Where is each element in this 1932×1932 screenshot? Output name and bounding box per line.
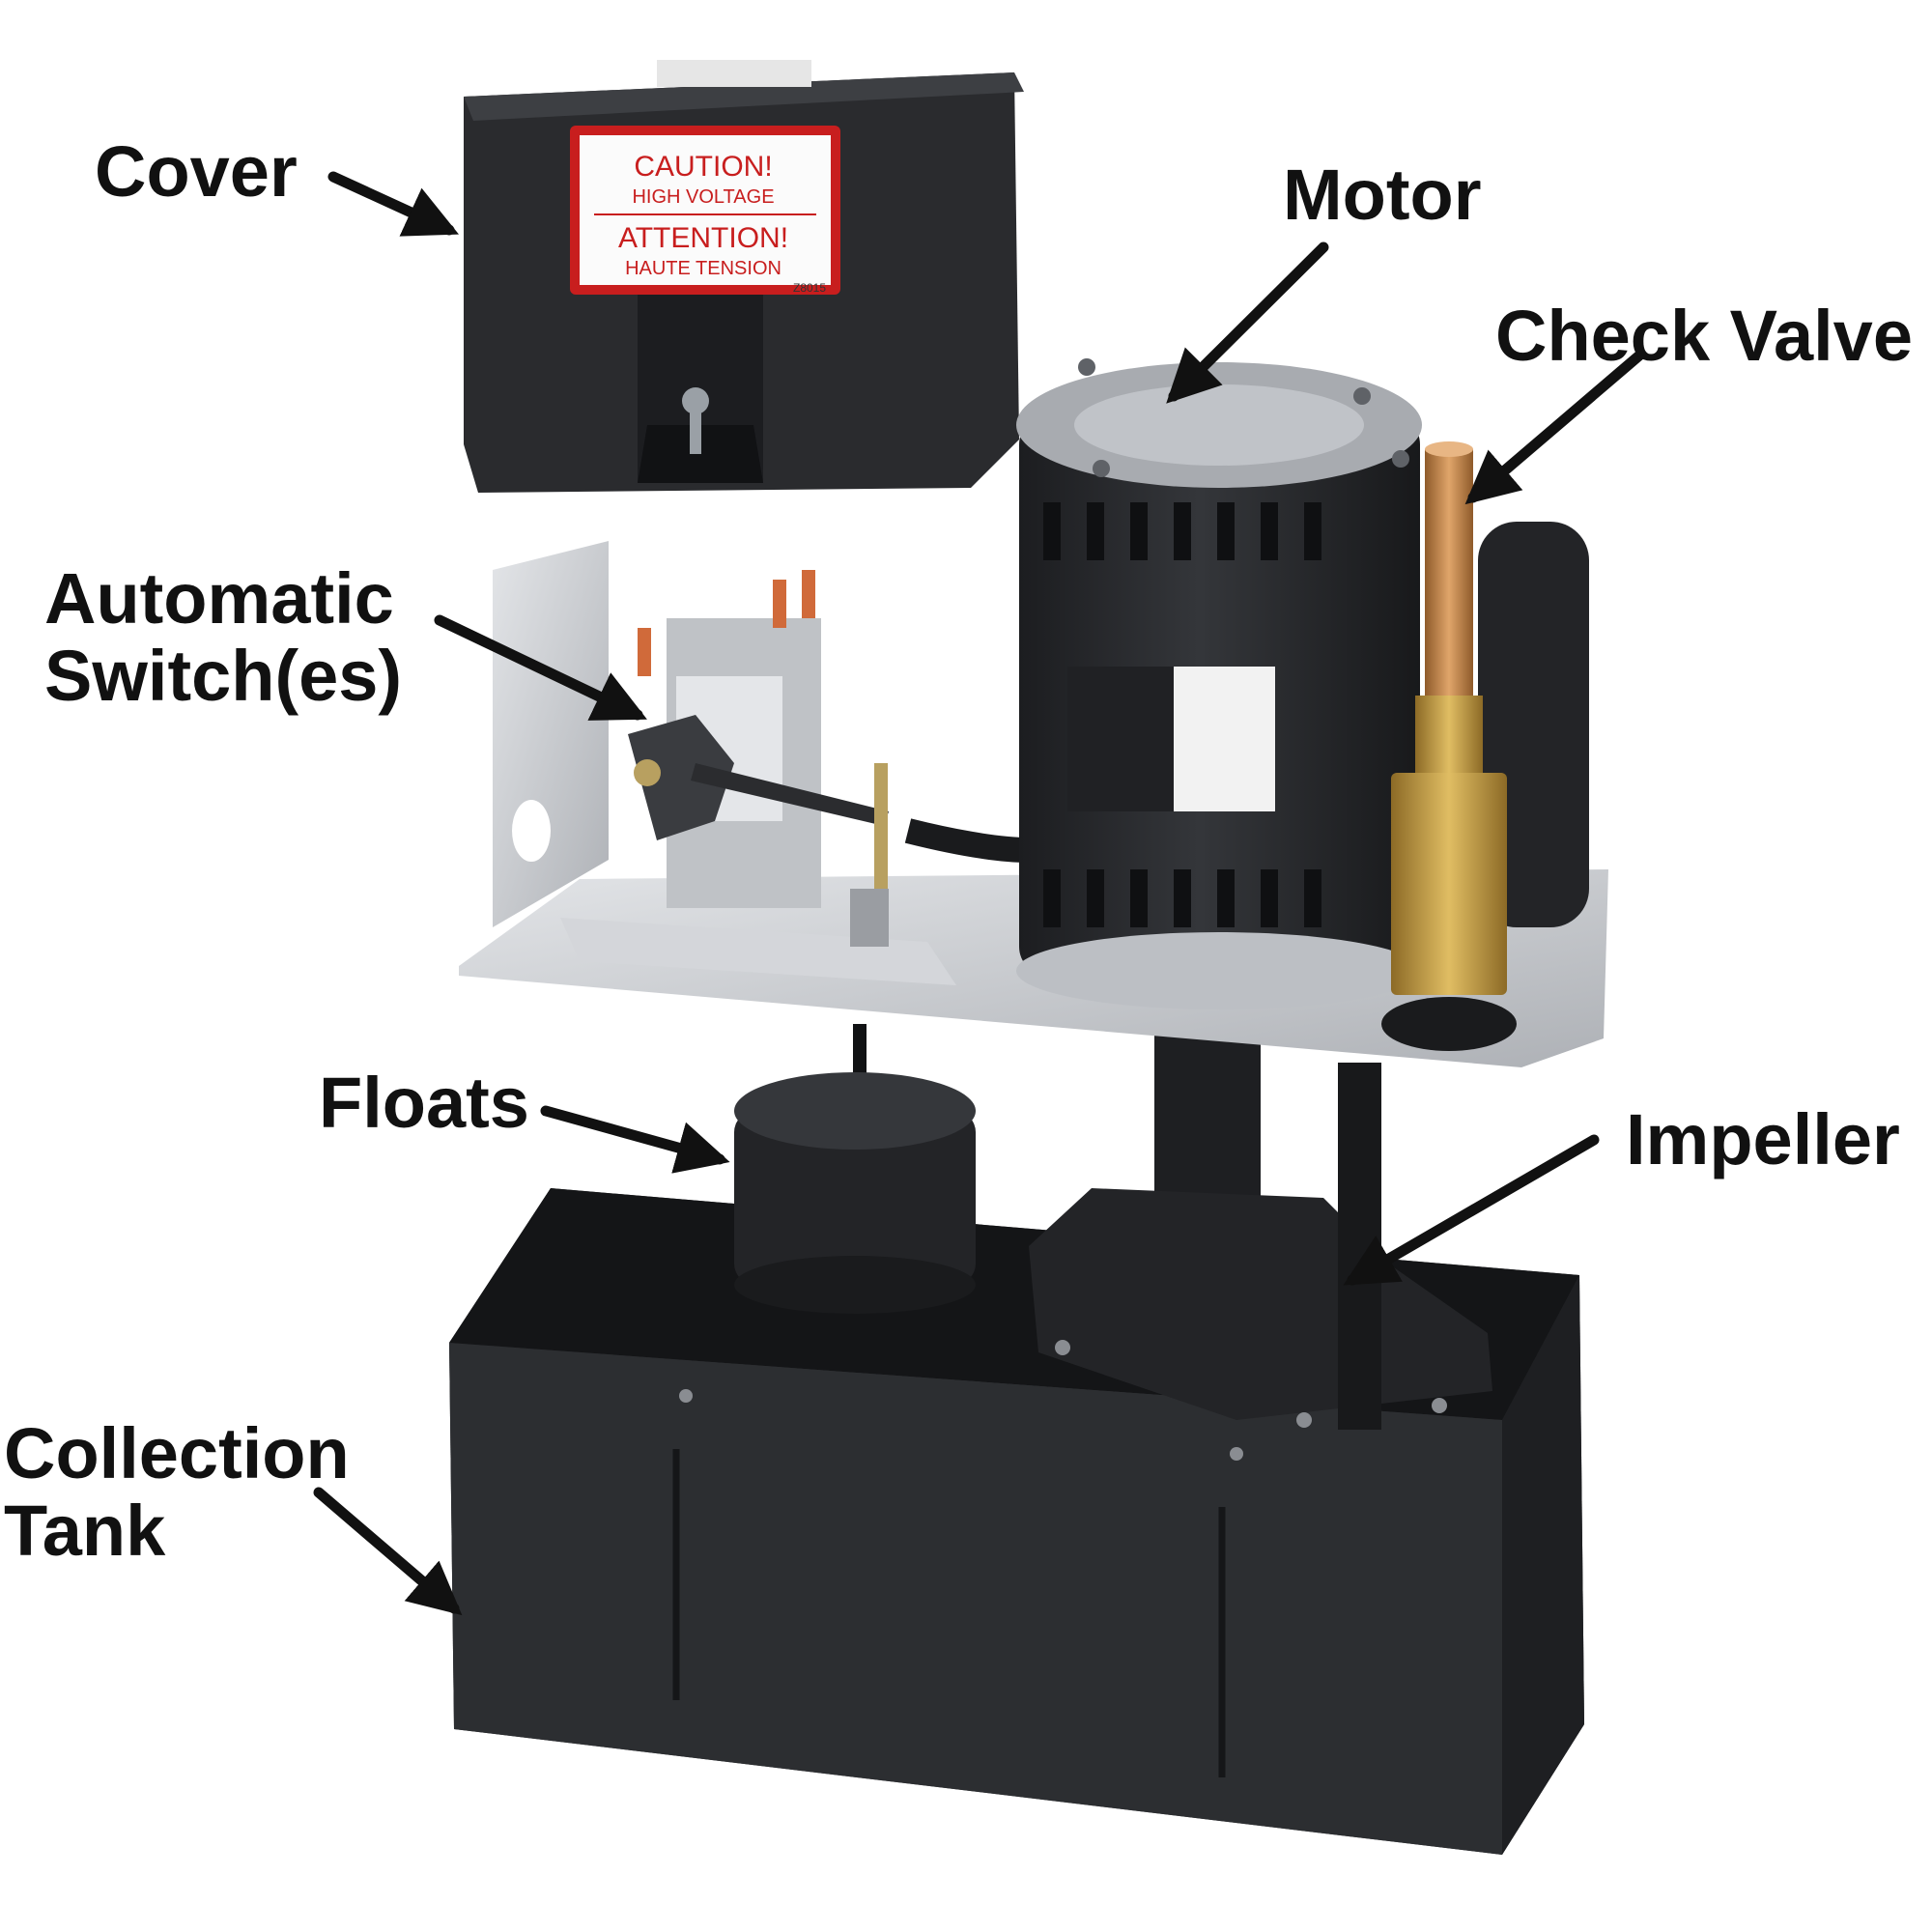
callout-check-valve: Check Valve — [1495, 296, 1913, 376]
tag-attention: ATTENTION! — [618, 222, 788, 254]
callout-automatic-switches-line1: Automatic — [44, 558, 394, 639]
warning-tag: CAUTION! HIGH VOLTAGE ATTENTION! HAUTE T… — [570, 126, 840, 295]
tag-haute-tension: HAUTE TENSION — [625, 258, 781, 279]
arrow-collection-tank — [313, 1487, 463, 1616]
arrow-automatic-switch — [434, 614, 647, 721]
arrow-motor — [1166, 242, 1329, 404]
callout-impeller: Impeller — [1626, 1099, 1900, 1179]
callout-automatic-switches: Automatic Switch(es) — [44, 560, 402, 715]
leader-arrows — [313, 171, 1645, 1616]
tag-caution: CAUTION! — [634, 151, 772, 183]
arrow-check-valve — [1464, 350, 1645, 505]
tag-code: Z8015 — [793, 281, 826, 295]
arrow-impeller — [1343, 1134, 1600, 1286]
callout-automatic-switches-line2: Switch(es) — [44, 636, 403, 716]
callout-motor: Motor — [1283, 155, 1482, 235]
float — [734, 1024, 976, 1314]
cover: CAUTION! HIGH VOLTAGE ATTENTION! HAUTE T… — [464, 60, 1024, 493]
switch-assembly — [628, 570, 1030, 947]
tag-high-voltage: HIGH VOLTAGE — [632, 186, 774, 208]
check-valve — [1381, 441, 1517, 1051]
callout-collection-tank-line2: Tank — [4, 1491, 166, 1571]
arrow-cover — [327, 171, 459, 237]
arrow-floats — [540, 1105, 730, 1174]
motor — [1016, 358, 1589, 1009]
callout-collection-tank: Collection Tank — [4, 1415, 350, 1570]
callout-floats: Floats — [319, 1063, 529, 1143]
callout-cover: Cover — [95, 131, 298, 212]
callout-collection-tank-line1: Collection — [4, 1413, 350, 1493]
impeller-housing — [1029, 1034, 1492, 1430]
